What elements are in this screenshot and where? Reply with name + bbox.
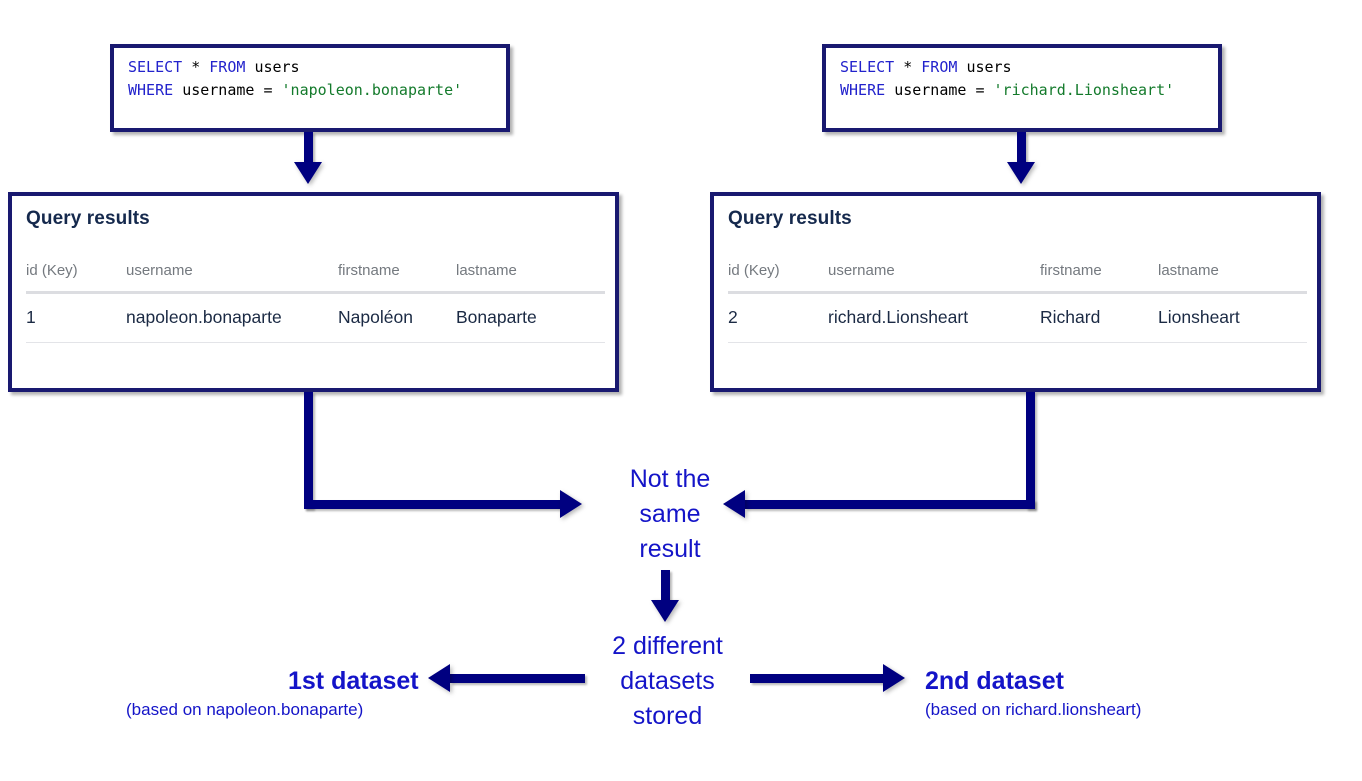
- first-dataset-subtitle: (based on napoleon.bonaparte): [126, 700, 364, 719]
- connector-center-down: [661, 570, 670, 606]
- sql-line-1-left: SELECT * FROM users: [128, 56, 496, 79]
- connector-to-first-dataset: [450, 674, 585, 683]
- sql-space-6: [273, 81, 282, 99]
- sql-line-1-right: SELECT * FROM users: [840, 56, 1208, 79]
- query-results-panel-right: Query results id (Key) username firstnam…: [710, 192, 1321, 392]
- sql-keyword-where: WHERE: [840, 81, 886, 99]
- query-results-title-right: Query results: [728, 208, 852, 229]
- sql-query-box-right: SELECT * FROM users WHERE username = 'ri…: [822, 44, 1222, 132]
- table-row: 2 richard.Lionsheart Richard Lionsheart: [728, 292, 1307, 343]
- arrowhead-to-first-dataset: [428, 664, 450, 692]
- connector-left-results-right: [304, 500, 566, 509]
- cell-firstname: Napoléon: [338, 292, 456, 343]
- sql-star: *: [191, 58, 201, 76]
- cell-lastname: Lionsheart: [1158, 292, 1307, 343]
- sql-space-6: [985, 81, 994, 99]
- sql-line-2-right: WHERE username = 'richard.Lionsheart': [840, 79, 1208, 102]
- sql-column-name: username: [894, 81, 967, 99]
- second-dataset-subtitle: (based on richard.lionsheart): [925, 700, 1142, 719]
- cell-firstname: Richard: [1040, 292, 1158, 343]
- connector-right-results-left: [745, 500, 1035, 509]
- cell-lastname: Bonaparte: [456, 292, 605, 343]
- sql-space-2: [200, 58, 209, 76]
- sql-space-1: [894, 58, 903, 76]
- arrowhead-left-query-to-results: [294, 162, 322, 184]
- column-header-id: id (Key): [26, 258, 126, 294]
- sql-space-2: [912, 58, 921, 76]
- column-header-username: username: [828, 258, 1040, 294]
- connector-right-query-to-results: [1017, 132, 1026, 166]
- cell-username: richard.Lionsheart: [828, 292, 1040, 343]
- connector-left-query-to-results: [304, 132, 313, 166]
- column-header-username: username: [126, 258, 338, 294]
- sql-column-name: username: [182, 81, 255, 99]
- sql-keyword-from: FROM: [209, 58, 246, 76]
- sql-keyword-from: FROM: [921, 58, 958, 76]
- first-dataset-title: 1st dataset: [288, 667, 419, 695]
- sql-space-1: [182, 58, 191, 76]
- arrowhead-left-to-center: [560, 490, 582, 518]
- sql-keyword-where: WHERE: [128, 81, 174, 99]
- cell-id: 1: [26, 292, 126, 343]
- arrowhead-to-second-dataset: [883, 664, 905, 692]
- cell-id: 2: [728, 292, 828, 343]
- sql-space-4: [885, 81, 894, 99]
- sql-operator: =: [263, 81, 273, 99]
- second-dataset-title: 2nd dataset: [925, 667, 1064, 695]
- column-header-firstname: firstname: [338, 258, 456, 294]
- sql-table-name: users: [254, 58, 300, 76]
- sql-star: *: [903, 58, 913, 76]
- sql-query-box-left: SELECT * FROM users WHERE username = 'na…: [110, 44, 510, 132]
- connector-right-results-down: [1026, 392, 1035, 509]
- sql-string-literal: 'napoleon.bonaparte': [281, 81, 463, 99]
- column-header-lastname: lastname: [456, 258, 605, 294]
- table-header-row: id (Key) username firstname lastname: [26, 258, 605, 294]
- connector-to-second-dataset: [750, 674, 885, 683]
- arrowhead-center-down: [651, 600, 679, 622]
- sql-table-name: users: [966, 58, 1012, 76]
- connector-left-results-down: [304, 392, 313, 509]
- results-table-left: id (Key) username firstname lastname 1 n…: [26, 258, 605, 343]
- arrowhead-right-query-to-results: [1007, 162, 1035, 184]
- two-different-datasets-label: 2 different datasets stored: [612, 632, 723, 730]
- query-results-panel-left: Query results id (Key) username firstnam…: [8, 192, 619, 392]
- column-header-id: id (Key): [728, 258, 828, 294]
- table-row: 1 napoleon.bonaparte Napoléon Bonaparte: [26, 292, 605, 343]
- column-header-lastname: lastname: [1158, 258, 1307, 294]
- sql-keyword-select: SELECT: [840, 58, 895, 76]
- not-the-same-result-label: Not the same result: [629, 465, 711, 563]
- query-results-title-left: Query results: [26, 208, 150, 229]
- sql-keyword-select: SELECT: [128, 58, 183, 76]
- results-table-right: id (Key) username firstname lastname 2 r…: [728, 258, 1307, 343]
- arrowhead-right-to-center: [723, 490, 745, 518]
- cell-username: napoleon.bonaparte: [126, 292, 338, 343]
- sql-space-4: [173, 81, 182, 99]
- sql-line-2-left: WHERE username = 'napoleon.bonaparte': [128, 79, 496, 102]
- sql-string-literal: 'richard.Lionsheart': [993, 81, 1175, 99]
- sql-operator: =: [975, 81, 985, 99]
- table-header-row: id (Key) username firstname lastname: [728, 258, 1307, 294]
- column-header-firstname: firstname: [1040, 258, 1158, 294]
